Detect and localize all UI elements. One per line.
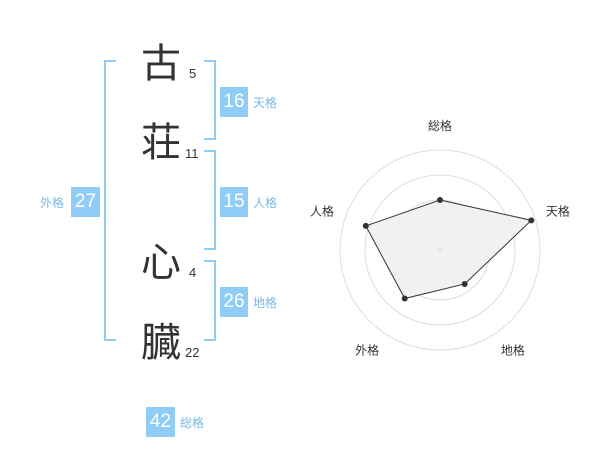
radar-ring [364,174,516,326]
name-char-2: 荘 [141,120,181,166]
radar-axis-label-5: 人格 [310,204,334,219]
chikaku-label: 地格 [253,296,278,310]
radar-axis-label-3: 地格 [501,342,525,357]
radar-axis-label-1: 総格 [428,118,452,133]
stroke-count-2: 11 [185,146,199,161]
chikaku-bracket [204,260,216,341]
radar-axis-label-2: 天格 [546,204,570,219]
radar-point-1 [437,197,443,203]
chikaku-badge: 26 [220,287,248,317]
radar-axis-label-4: 外格 [355,342,379,357]
soukaku-label: 総格 [180,416,205,430]
gaikaku-badge: 27 [71,187,100,217]
radar-point-5 [362,222,369,229]
jinkaku-badge: 15 [220,187,248,217]
radar-polygon [365,199,533,300]
soukaku-badge: 42 [146,407,175,437]
gaikaku-bracket [104,60,116,341]
jinkaku-label: 人格 [253,196,278,210]
radar-ring [339,149,541,351]
name-char-3: 心 [141,240,181,286]
jinkaku-bracket [204,150,216,250]
stroke-count-4: 22 [185,345,200,360]
tenkaku-badge: 16 [220,87,248,117]
radar-point-4 [401,295,408,302]
tenkaku-label: 天格 [253,96,278,110]
tenkaku-bracket [204,60,216,140]
radar-point-3 [461,280,468,287]
radar-point-2 [528,217,535,224]
name-char-4: 臓 [141,320,181,366]
stroke-count-1: 5 [189,66,197,81]
gaikaku-label: 外格 [40,196,65,210]
name-char-1: 古 [141,41,181,87]
stroke-count-3: 4 [189,265,197,280]
